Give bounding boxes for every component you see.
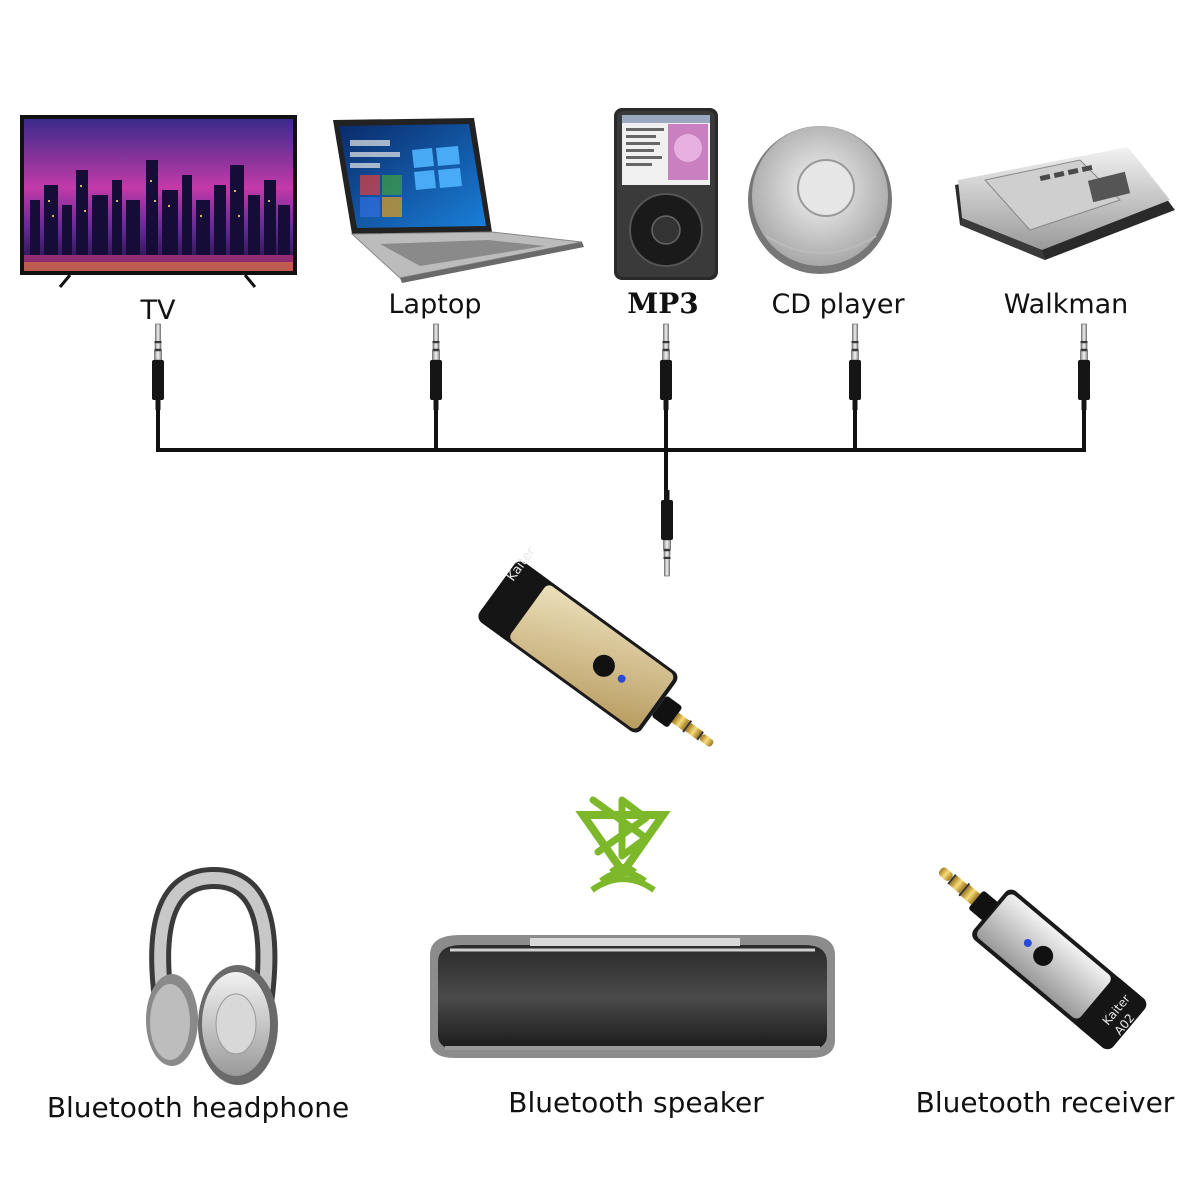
tv-aux-jack <box>151 323 165 411</box>
transmitter-input-jack <box>660 489 674 577</box>
bluetooth-transmitter <box>478 561 714 747</box>
cd-player-label: CD player <box>771 289 905 320</box>
walkman-device <box>955 147 1175 260</box>
bluetooth-signal-icon <box>575 796 671 893</box>
tv-label: TV <box>140 295 176 326</box>
tv-device <box>20 115 297 288</box>
cd-player-aux-jack <box>848 323 862 411</box>
bluetooth-receiver-label: Bluetooth receiver <box>916 1086 1175 1119</box>
mp3-aux-jack <box>659 323 673 411</box>
bluetooth-headphone-device <box>146 867 278 1085</box>
mp3-label: MP3 <box>627 287 699 320</box>
bluetooth-receiver-device <box>938 867 1147 1050</box>
laptop-aux-jack <box>429 323 443 411</box>
laptop-label: Laptop <box>389 289 482 320</box>
audio-cable-network <box>156 405 1086 510</box>
bluetooth-headphone-label: Bluetooth headphone <box>47 1091 349 1124</box>
laptop-device <box>333 118 584 283</box>
walkman-label: Walkman <box>1004 289 1129 320</box>
cd-player-device <box>748 126 892 274</box>
bluetooth-speaker-device <box>430 935 835 1058</box>
bluetooth-speaker-label: Bluetooth speaker <box>508 1086 764 1119</box>
walkman-aux-jack <box>1077 323 1091 411</box>
mp3-player-device <box>614 108 718 280</box>
